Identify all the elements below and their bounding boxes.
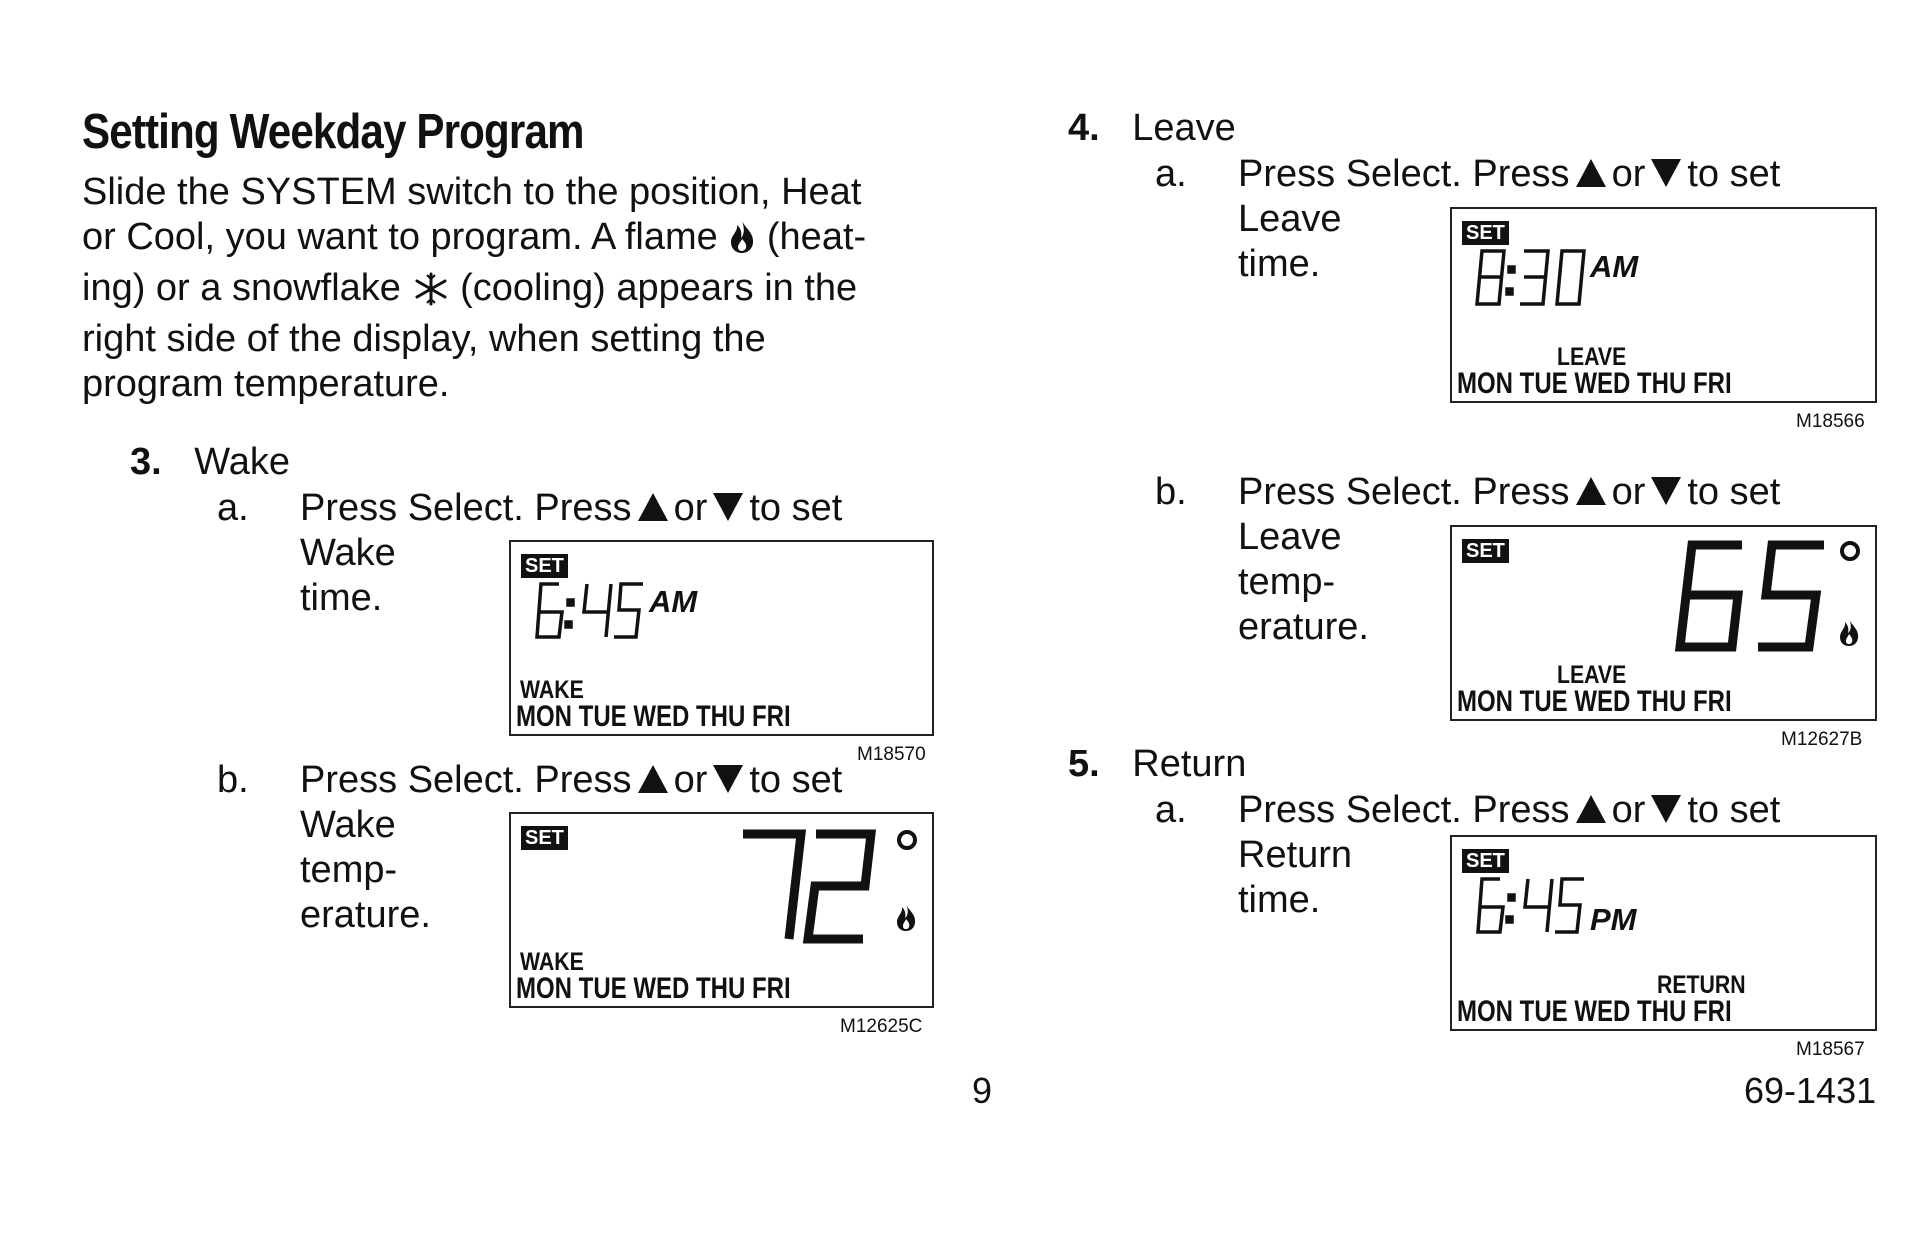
step-number: 4.	[1068, 107, 1100, 149]
down-triangle-icon	[1651, 159, 1682, 187]
snowflake-icon	[412, 272, 450, 317]
lcd-display-wake-time: SET AM WAKE MON TUE WED THU FRI	[509, 540, 934, 736]
intro-line: program temperature.	[82, 363, 450, 405]
down-triangle-icon	[713, 493, 744, 521]
days-label: MON TUE WED THU FRI	[1457, 995, 1732, 1028]
instruction-label: Leave time.	[1238, 198, 1342, 285]
days-label: MON TUE WED THU FRI	[1457, 367, 1732, 400]
period-label: LEAVE	[1557, 343, 1627, 371]
step-number: 3.	[130, 441, 162, 483]
set-badge: SET	[521, 554, 568, 578]
step-title: Leave	[1132, 107, 1236, 149]
lcd-digits	[1674, 540, 1860, 652]
page-number: 9	[972, 1070, 993, 1111]
substep-letter: a.	[1155, 789, 1187, 831]
lcd-display-leave-temp: SET LEAVE MON TUE WED THU FRI	[1450, 525, 1877, 721]
figure-code: M12627B	[1781, 729, 1863, 750]
degree-symbol	[897, 830, 917, 850]
degree-symbol	[1840, 541, 1860, 561]
intro-line: ing) or a snowflake (cooling) appears in…	[82, 266, 942, 317]
intro-paragraph: Slide the SYSTEM switch to the position,…	[82, 170, 942, 407]
set-badge: SET	[1462, 849, 1509, 873]
lcd-display-return-time: SET PM RETURN MON TUE WED THU FRI	[1450, 835, 1877, 1031]
flame-icon	[728, 219, 756, 266]
up-triangle-icon	[1575, 795, 1606, 823]
up-triangle-icon	[637, 493, 668, 521]
down-triangle-icon	[1651, 477, 1682, 505]
down-triangle-icon	[713, 765, 744, 793]
intro-line: or Cool, you want to program. A flame (h…	[82, 215, 942, 266]
substep-letter: b.	[1155, 471, 1187, 513]
figure-code: M18570	[857, 744, 926, 765]
days-label: MON TUE WED THU FRI	[516, 972, 791, 1005]
down-triangle-icon	[1651, 795, 1682, 823]
page-title: Setting Weekday Program	[82, 105, 585, 159]
substep-letter: b.	[217, 759, 249, 801]
figure-code: M18566	[1796, 411, 1865, 432]
intro-line: Slide the SYSTEM switch to the position,…	[82, 171, 862, 213]
substep-letter: a.	[1155, 153, 1187, 195]
am-pm-indicator: AM	[649, 584, 698, 619]
period-label: WAKE	[520, 948, 584, 976]
up-triangle-icon	[1575, 477, 1606, 505]
am-pm-indicator: PM	[1590, 902, 1637, 937]
period-label: LEAVE	[1557, 661, 1627, 689]
intro-line: right side of the display, when setting …	[82, 318, 766, 360]
lcd-display-leave-time: SET AM LEAVE MON TUE WED THU FRI	[1450, 207, 1877, 403]
step-number: 5.	[1068, 743, 1100, 785]
lcd-digits	[535, 582, 643, 639]
lcd-digits	[1476, 877, 1584, 934]
step-4-heading: 4. Leave	[1068, 106, 1236, 151]
document-number: 69-1431	[1744, 1070, 1877, 1111]
days-label: MON TUE WED THU FRI	[516, 700, 791, 733]
set-badge: SET	[521, 826, 568, 850]
am-pm-indicator: AM	[1590, 249, 1639, 284]
instruction-label: Wake temp- erature.	[300, 804, 431, 936]
figure-code: M18567	[1796, 1039, 1865, 1060]
period-label: RETURN	[1657, 971, 1746, 999]
lcd-digits	[743, 829, 917, 944]
step-title: Wake	[194, 441, 290, 483]
instruction-label: Wake time.	[300, 532, 396, 619]
set-badge: SET	[1462, 539, 1509, 563]
lcd-display-wake-temp: SET WAKE MON TUE WED THU FRI	[509, 812, 934, 1008]
step-5-heading: 5. Return	[1068, 742, 1246, 787]
up-triangle-icon	[1575, 159, 1606, 187]
days-label: MON TUE WED THU FRI	[1457, 685, 1732, 718]
instruction-label: Leave temp- erature.	[1238, 516, 1369, 648]
step-3-heading: 3. Wake	[130, 440, 290, 485]
figure-code: M12625C	[840, 1016, 923, 1037]
step-title: Return	[1132, 743, 1247, 785]
instruction-label: Return time.	[1238, 834, 1353, 921]
lcd-digits	[1475, 249, 1586, 306]
period-label: WAKE	[520, 676, 584, 704]
substep-letter: a.	[217, 487, 249, 529]
up-triangle-icon	[637, 765, 668, 793]
set-badge: SET	[1462, 221, 1509, 245]
